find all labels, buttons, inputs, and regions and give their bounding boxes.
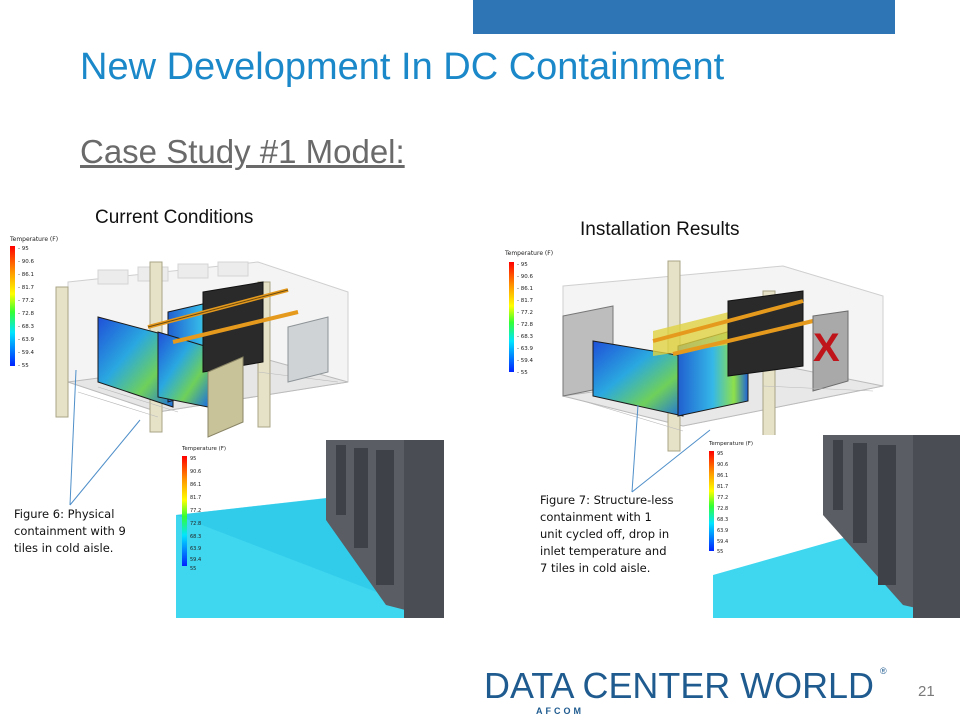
svg-text:- 95: - 95 <box>18 246 29 252</box>
right-cold-aisle-closeup-image: Temperature (F) 95 90.6 86.1 81.7 77.2 72.8 6… <box>703 435 960 618</box>
temperature-legend: Temperature (F) - 95 - 90.6 - 86.1 - 81.7 -… <box>9 236 58 369</box>
svg-text:Temperature (F): Temperature (F) <box>708 441 753 447</box>
closeup-legend: Temperature (F) 95 90.6 86.1 81.7 77.2 72.8 6… <box>181 446 226 572</box>
svg-text:90.6: 90.6 <box>190 469 201 475</box>
page-number: 21 <box>918 683 935 700</box>
left-figure-caption: Figure 6: Physical containment with 9 ti… <box>14 507 126 555</box>
svg-text:59.4: 59.4 <box>717 539 728 545</box>
svg-text:68.3: 68.3 <box>190 534 201 540</box>
svg-text:63.9: 63.9 <box>717 528 728 534</box>
svg-text:63.9: 63.9 <box>190 546 201 552</box>
svg-text:- 90.6: - 90.6 <box>18 259 34 265</box>
svg-text:- 77.2: - 77.2 <box>18 298 34 304</box>
svg-text:86.1: 86.1 <box>717 473 728 479</box>
svg-text:- 59.4: - 59.4 <box>517 358 533 364</box>
svg-text:90.6: 90.6 <box>717 462 728 468</box>
svg-text:95: 95 <box>717 451 723 457</box>
right-3d-model-image: Temperature (F) - 95 - 90.6 - 86.1 - 81.7 -… <box>504 250 884 452</box>
left-callout-lines <box>69 369 141 506</box>
svg-text:- 59.4: - 59.4 <box>18 350 34 356</box>
slide-subtitle: Case Study #1 Model: <box>80 133 405 170</box>
svg-text:DATA CENTER WORLD: DATA CENTER WORLD <box>484 665 874 706</box>
data-center-world-logo: DATA CENTER WORLD ® AFCOM <box>484 665 887 716</box>
svg-text:Temperature (F): Temperature (F) <box>181 446 226 452</box>
svg-text:AFCOM: AFCOM <box>536 706 584 716</box>
closeup-legend: Temperature (F) 95 90.6 86.1 81.7 77.2 72.8 6… <box>708 441 753 555</box>
svg-text:- 95: - 95 <box>517 262 528 268</box>
left-3d-model-image: Temperature (F) - 95 - 90.6 - 86.1 - 81.7 -… <box>9 236 349 438</box>
svg-text:- 86.1: - 86.1 <box>18 272 34 278</box>
svg-text:- 81.7: - 81.7 <box>517 298 533 304</box>
svg-text:55: 55 <box>190 566 196 572</box>
top-accent-bar <box>473 0 895 34</box>
svg-text:- 55: - 55 <box>18 363 29 369</box>
svg-text:- 68.3: - 68.3 <box>18 324 34 330</box>
svg-text:- 90.6: - 90.6 <box>517 274 533 280</box>
svg-text:68.3: 68.3 <box>717 517 728 523</box>
svg-text:- 55: - 55 <box>517 370 528 376</box>
svg-text:- 81.7: - 81.7 <box>18 285 34 291</box>
slide-title: New Development In DC Containment <box>80 46 725 88</box>
svg-text:86.1: 86.1 <box>190 482 201 488</box>
svg-text:- 63.9: - 63.9 <box>517 346 533 352</box>
svg-text:- 68.3: - 68.3 <box>517 334 533 340</box>
svg-text:- 72.8: - 72.8 <box>517 322 533 328</box>
svg-text:72.8: 72.8 <box>717 506 728 512</box>
svg-text:77.2: 77.2 <box>190 508 201 514</box>
right-callout-lines <box>631 404 711 493</box>
left-cold-aisle-closeup-image: Temperature (F) 95 90.6 86.1 81.7 77.2 72.8 6… <box>176 440 444 618</box>
svg-text:77.2: 77.2 <box>717 495 728 501</box>
right-figure-caption: Figure 7: Structure-less containment wit… <box>540 493 674 575</box>
svg-text:95: 95 <box>190 456 196 462</box>
right-heading: Installation Results <box>580 219 740 240</box>
svg-text:- 86.1: - 86.1 <box>517 286 533 292</box>
temperature-legend: Temperature (F) - 95 - 90.6 - 86.1 - 81.7 -… <box>504 250 553 376</box>
svg-text:72.8: 72.8 <box>190 521 201 527</box>
left-heading: Current Conditions <box>95 207 254 228</box>
svg-text:Temperature (F): Temperature (F) <box>9 236 58 243</box>
svg-text:- 63.9: - 63.9 <box>18 337 34 343</box>
svg-text:81.7: 81.7 <box>190 495 201 501</box>
svg-text:Temperature (F): Temperature (F) <box>504 250 553 257</box>
unit-off-marker: X <box>813 326 840 370</box>
svg-text:- 77.2: - 77.2 <box>517 310 533 316</box>
svg-text:- 72.8: - 72.8 <box>18 311 34 317</box>
svg-text:55: 55 <box>717 549 723 555</box>
svg-text:®: ® <box>880 666 887 676</box>
svg-text:81.7: 81.7 <box>717 484 728 490</box>
svg-text:59.4: 59.4 <box>190 557 201 563</box>
